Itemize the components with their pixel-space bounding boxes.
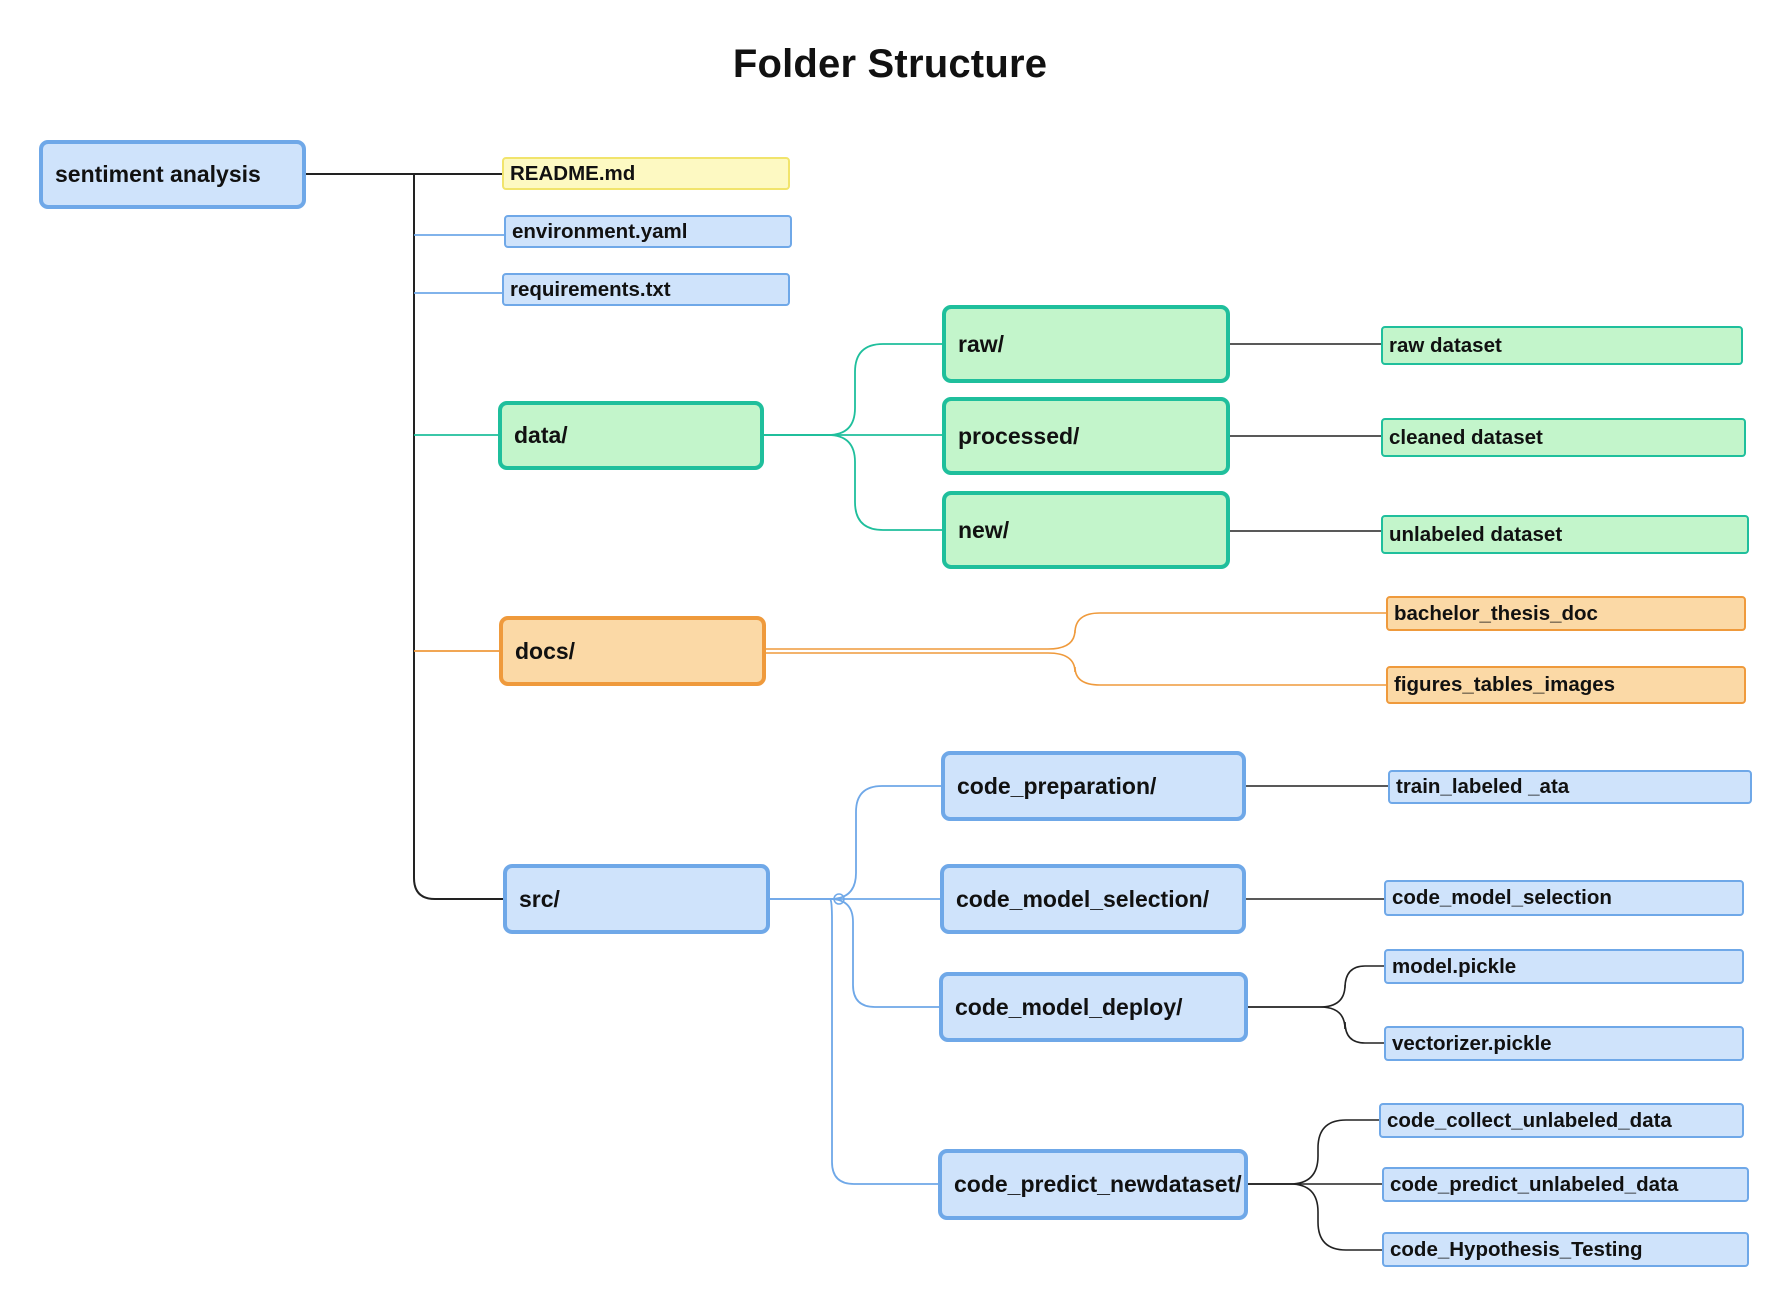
node-new-folder: new/ xyxy=(942,491,1230,569)
connector-predict-collect xyxy=(1248,1119,1379,1185)
node-code-collect-unlabeled-data: code_collect_unlabeled_data xyxy=(1379,1103,1744,1138)
connector-trunk xyxy=(306,173,503,900)
connector-predict-hypothesis xyxy=(1248,1183,1382,1251)
node-code-model-deploy-folder: code_model_deploy/ xyxy=(939,972,1248,1042)
connector-deploy-vectorizer xyxy=(1248,1006,1384,1044)
node-train-labeled-ata: train_labeled _ata xyxy=(1388,770,1752,804)
node-code-model-selection-file: code_model_selection xyxy=(1384,880,1744,916)
connector-data-new xyxy=(764,434,942,531)
node-code-predict-newdataset-folder: code_predict_newdataset/ xyxy=(938,1149,1248,1220)
node-figures-tables-images: figures_tables_images xyxy=(1386,666,1746,704)
node-environment-yaml: environment.yaml xyxy=(504,215,792,248)
connector-docs-figures xyxy=(766,652,1386,686)
connector-src-predict xyxy=(829,898,938,1185)
connector-src-junction xyxy=(833,893,845,905)
node-requirements-txt: requirements.txt xyxy=(502,273,790,306)
node-cleaned-dataset: cleaned dataset xyxy=(1381,418,1746,457)
node-readme: README.md xyxy=(502,157,790,190)
node-model-pickle: model.pickle xyxy=(1384,949,1744,984)
node-src-folder: src/ xyxy=(503,864,770,934)
node-sentiment-analysis: sentiment analysis xyxy=(39,140,306,209)
node-vectorizer-pickle: vectorizer.pickle xyxy=(1384,1026,1744,1061)
node-bachelor-thesis-doc: bachelor_thesis_doc xyxy=(1386,596,1746,631)
node-code-hypothesis-testing: code_Hypothesis_Testing xyxy=(1382,1232,1749,1267)
connector-src-prep xyxy=(770,785,941,900)
node-unlabeled-dataset: unlabeled dataset xyxy=(1381,515,1749,554)
node-code-predict-unlabeled-data: code_predict_unlabeled_data xyxy=(1382,1167,1749,1202)
connector-src-deploy xyxy=(829,898,939,1008)
node-raw-folder: raw/ xyxy=(942,305,1230,383)
connector-docs-thesis xyxy=(766,612,1386,650)
node-processed-folder: processed/ xyxy=(942,397,1230,475)
diagram-title: Folder Structure xyxy=(732,42,1048,86)
connector-data-raw xyxy=(764,343,942,436)
node-code-model-selection-folder: code_model_selection/ xyxy=(940,864,1246,934)
node-docs-folder: docs/ xyxy=(499,616,766,686)
node-code-preparation-folder: code_preparation/ xyxy=(941,751,1246,821)
node-raw-dataset: raw dataset xyxy=(1381,326,1743,365)
connector-deploy-model xyxy=(1248,965,1384,1008)
node-data-folder: data/ xyxy=(498,401,764,470)
